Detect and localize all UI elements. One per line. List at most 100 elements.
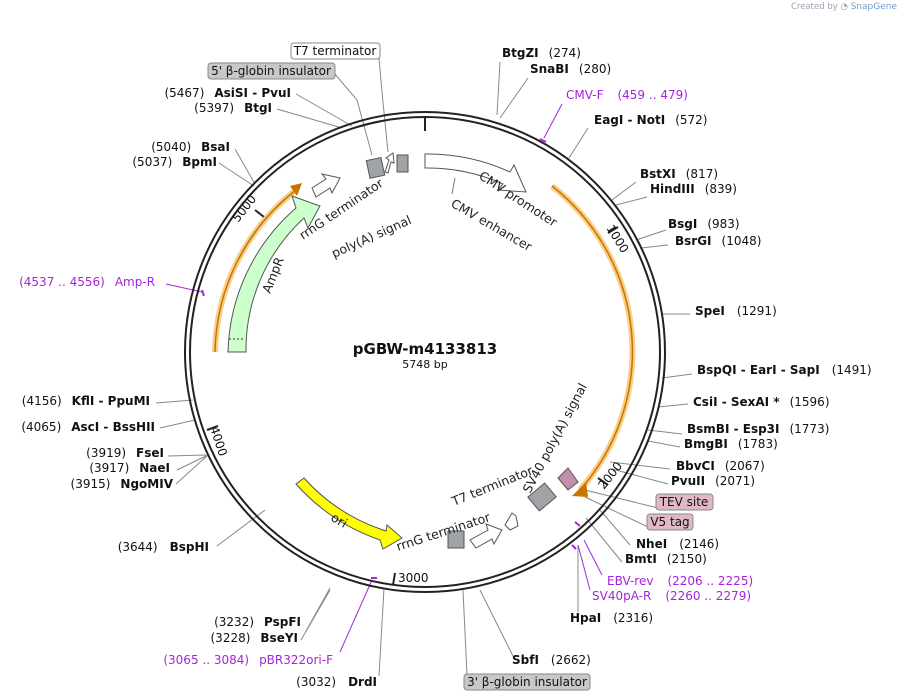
primer-cmvf-name: CMV-F (566, 88, 604, 102)
site-asisi-name: AsiSI - PvuI (214, 86, 291, 100)
site-kfli-name: KflI - PpuMI (72, 394, 150, 408)
orf-arc-left (214, 189, 297, 353)
primer-pbr322-range: (3065 .. 3084) (163, 653, 249, 667)
primer-pbr322: (3065 .. 3084)pBR322ori-F (163, 653, 333, 667)
site-bbvci: BbvCI(2067) (676, 459, 765, 473)
site-bspqi-name: BspQI - EarI - SapI (697, 363, 820, 377)
primer-ampr-range: (4537 .. 4556) (19, 275, 105, 289)
t7-terminator-top-box (365, 156, 386, 179)
site-btgzi-num: (274) (549, 46, 581, 60)
site-hindiii-name: HindIII (650, 182, 695, 196)
site-bseyi-name: BseYI (260, 631, 298, 645)
site-btgi-name: BtgI (244, 101, 272, 115)
snapgene-credit: Created by ◔ SnapGene (791, 2, 897, 12)
site-bsmbi-name: BsmBI - Esp3I (687, 422, 779, 436)
rrng-terminator-bottom-small-arrow (504, 512, 519, 531)
site-pvuii: PvuII(2071) (671, 474, 755, 488)
primer-ebvrev: EBV-rev (2206 .. 2225) (607, 574, 753, 588)
site-spei: SpeI (1291) (695, 304, 777, 318)
site-drdi: (3032)DrdI (296, 675, 377, 689)
site-bspqi: BspQI - EarI - SapI (1491) (697, 363, 872, 377)
site-bsphi-name: BspHI (170, 540, 209, 554)
t7-terminator-top-tag: T7 terminator (290, 42, 381, 60)
site-btgi-num: (5397) (194, 101, 234, 115)
globin3-insulator-text: 3' β-globin insulator (467, 675, 587, 689)
orf-arc-right (551, 185, 634, 491)
rrng-terminator-bottom-arrow (469, 523, 503, 549)
site-btgzi: BtgZI (274) (502, 46, 581, 60)
ori-label: ori (329, 510, 351, 531)
cmv-enhancer-line (451, 177, 456, 195)
site-bsmbi-num: (1773) (789, 422, 829, 436)
rrng-small-arrow (384, 152, 395, 174)
primer-ampr-name: Amp-R (115, 275, 155, 289)
site-bseyi-num: (3228) (211, 631, 251, 645)
site-asisi: (5467) AsiSI - PvuI (164, 86, 291, 100)
site-bmgbi-num: (1783) (738, 437, 778, 451)
site-kfli: (4156) KflI - PpuMI (22, 394, 150, 408)
site-bsrgi-num: (1048) (722, 234, 762, 248)
sv40-grey-box (527, 482, 557, 512)
site-bsgi-name: BsgI (668, 217, 697, 231)
site-sbfi: SbfI(2662) (512, 653, 591, 667)
primer-ebvrev-range: (2206 .. 2225) (667, 574, 753, 588)
primer-mark-cmvf (539, 138, 547, 143)
site-asisi-num: (5467) (164, 86, 204, 100)
site-bsmbi: BsmBI - Esp3I (1773) (687, 422, 829, 436)
site-kfli-num: (4156) (22, 394, 62, 408)
orf-arrowhead-right (572, 482, 588, 497)
primer-connectors (165, 103, 603, 653)
site-eagi: EagI - NotI (572) (594, 113, 707, 127)
site-csii-num: (1596) (790, 395, 830, 409)
t7-terminator-bottom-box (447, 530, 465, 549)
site-nhei: NheI(2146) (636, 537, 719, 551)
t7-terminator-top-text: T7 terminator (293, 44, 377, 58)
snapgene-logo-icon: ◔ (840, 2, 848, 12)
primer-ebvrev-name: EBV-rev (607, 574, 653, 588)
site-bmgbi: BmgBI (1783) (684, 437, 778, 451)
site-pspfi: (3232)PspFI (214, 615, 301, 629)
site-bmgbi-name: BmgBI (684, 437, 728, 451)
site-snabi-num: (280) (579, 62, 611, 76)
site-fsei: (3919)FseI (86, 446, 164, 460)
primer-mark-ampr (201, 289, 205, 297)
site-ngomiv-name: NgoMIV (120, 477, 173, 491)
site-bpmi: (5037)BpmI (132, 155, 217, 169)
site-naei-num: (3917) (89, 461, 129, 475)
site-nhei-name: NheI (636, 537, 667, 551)
site-hpai: HpaI(2316) (570, 611, 653, 625)
site-naei: (3917)NaeI (89, 461, 170, 475)
site-bbvci-name: BbvCI (676, 459, 715, 473)
site-spei-name: SpeI (695, 304, 725, 318)
primer-sv40par: SV40pA-R(2260 .. 2279) (592, 589, 751, 603)
primer-ampr: (4537 .. 4556) Amp-R (19, 275, 155, 289)
site-snabi: SnaBI(280) (530, 62, 611, 76)
site-eagi-name: EagI - NotI (594, 113, 665, 127)
site-sbfi-name: SbfI (512, 653, 539, 667)
site-spei-num: (1291) (737, 304, 777, 318)
site-eagi-num: (572) (675, 113, 707, 127)
ampr-arrow (227, 195, 321, 353)
tick-label-4000: 4000 (207, 425, 230, 458)
site-bsrgi: BsrGI(1048) (675, 234, 761, 248)
site-hindiii: HindIII(839) (650, 182, 737, 196)
site-bpmi-num: (5037) (132, 155, 172, 169)
v5-tag-text: V5 tag (650, 515, 689, 529)
backbone-outer-ring (184, 111, 666, 593)
tev-site-tag: TEV site (655, 493, 714, 511)
primer-cmvf: CMV-F(459 .. 479) (566, 88, 688, 102)
site-bspqi-num: (1491) (832, 363, 872, 377)
tev-site-text: TEV site (659, 495, 709, 509)
site-bsphi: (3644)BspHI (118, 540, 209, 554)
credit-brand: SnapGene (850, 2, 897, 12)
site-btgzi-name: BtgZI (502, 46, 539, 60)
polya-signal-top-label: poly(A) signal (329, 212, 413, 261)
site-bseyi: (3228) BseYI (211, 631, 299, 645)
sv40-polya-marker (557, 467, 579, 491)
site-asci-num: (4065) (21, 420, 61, 434)
plasmid-length: 5748 bp (402, 358, 447, 371)
plasmid-name: pGBW-m4133813 (353, 340, 497, 358)
connector-lines (155, 57, 693, 677)
site-pvuii-name: PvuII (671, 474, 705, 488)
